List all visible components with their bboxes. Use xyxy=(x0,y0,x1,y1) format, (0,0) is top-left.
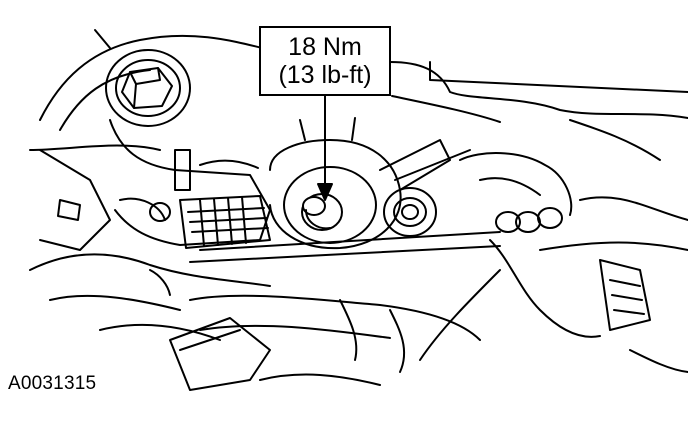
bracket-arm xyxy=(110,120,270,245)
hex-bolt-upper xyxy=(106,50,190,126)
upper-casting xyxy=(30,30,688,150)
torque-callout: 18 Nm (13 lb-ft) xyxy=(259,26,391,96)
left-hand xyxy=(30,150,270,340)
figure-code: A0031315 xyxy=(8,373,97,394)
right-components xyxy=(570,120,688,372)
sensor-fastener xyxy=(302,194,342,230)
callout-leader xyxy=(317,96,333,201)
lower-block xyxy=(170,296,480,390)
right-nut xyxy=(380,140,470,236)
torque-imperial: (13 lb-ft) xyxy=(278,61,372,89)
right-hand xyxy=(420,153,688,360)
vent-grille xyxy=(180,196,270,248)
sensor-housing xyxy=(190,118,500,262)
torque-metric: 18 Nm xyxy=(288,33,362,61)
